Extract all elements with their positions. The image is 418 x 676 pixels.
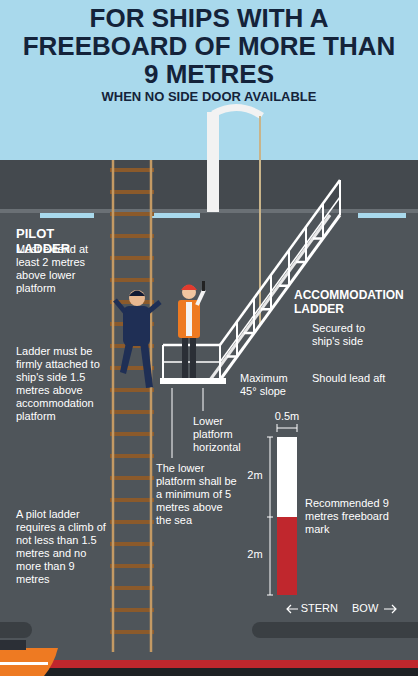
callout-heading: ACCOMMODATION LADDER xyxy=(294,288,414,316)
callout-text: Secured to ship's side xyxy=(312,322,392,348)
pilot-body xyxy=(123,306,150,346)
dimension-label: 2m xyxy=(244,469,266,482)
davit-post xyxy=(207,112,219,212)
leader-line xyxy=(172,388,173,458)
callout-text: Lower platform horizontal xyxy=(193,415,255,454)
title: FOR SHIPS WITH A FREEBOARD OF MORE THAN … xyxy=(20,4,398,88)
crew-arm xyxy=(197,290,204,305)
hull xyxy=(0,213,418,660)
pilot-arm xyxy=(115,300,125,312)
direction-label: BOW xyxy=(352,602,382,615)
stern-arrow xyxy=(287,605,298,613)
crew-head xyxy=(182,285,196,299)
bow-arrow xyxy=(384,605,396,613)
pilot-boat xyxy=(0,648,58,676)
lower-platform xyxy=(160,378,226,384)
crew-leg xyxy=(190,334,196,378)
callout-text: Recommended 9 metres freeboard mark xyxy=(305,497,405,536)
davit-arm xyxy=(213,107,262,116)
freeboard-mark-red xyxy=(277,517,297,595)
leader-line xyxy=(203,388,204,411)
pilot-leg xyxy=(120,342,133,374)
window xyxy=(40,213,94,218)
callout-text: Ladder must be firmly attached to ship's… xyxy=(16,345,106,423)
boot-topping xyxy=(0,660,418,668)
crew-shirt xyxy=(186,302,192,336)
callout-text: Maximum 45° slope xyxy=(240,372,298,398)
radio xyxy=(202,281,205,291)
ladder-rungs xyxy=(110,168,154,652)
dimension-label: 0.5m xyxy=(267,410,307,423)
dimension-ticks xyxy=(267,437,273,595)
dimension-line xyxy=(277,428,297,429)
window xyxy=(152,213,200,218)
pilot-arm xyxy=(148,302,160,312)
fender xyxy=(0,622,32,638)
callout-text: Must extend at least 2 metres above lowe… xyxy=(16,243,108,295)
dimension-ticks xyxy=(277,424,297,432)
pilot-boat-cabin xyxy=(0,640,26,650)
waterline xyxy=(0,668,418,676)
callout-text: Should lead aft xyxy=(312,372,408,385)
dimension-line xyxy=(270,437,271,595)
fender xyxy=(252,622,418,638)
ladder-rope xyxy=(150,160,153,652)
window xyxy=(358,213,406,218)
pilot-helmet xyxy=(129,291,145,297)
callout-text: A pilot ladder requires a climb of not l… xyxy=(16,508,106,586)
ladder-rope xyxy=(112,160,115,652)
crew-helmet xyxy=(181,285,197,291)
crew-leg xyxy=(182,334,188,378)
freeboard-mark-white xyxy=(277,437,297,517)
hoist-wire xyxy=(259,116,261,326)
pilot-head xyxy=(129,290,145,306)
pilot-boat-stripe xyxy=(0,662,48,665)
dimension-label: 2m xyxy=(244,548,266,561)
direction-label: STERN xyxy=(296,602,338,615)
callout-text: The lower platform shall be a minimum of… xyxy=(156,462,240,527)
subtitle: WHEN NO SIDE DOOR AVAILABLE xyxy=(30,89,388,104)
crew-lifejacket xyxy=(178,300,200,338)
pilot-leg xyxy=(140,342,153,388)
